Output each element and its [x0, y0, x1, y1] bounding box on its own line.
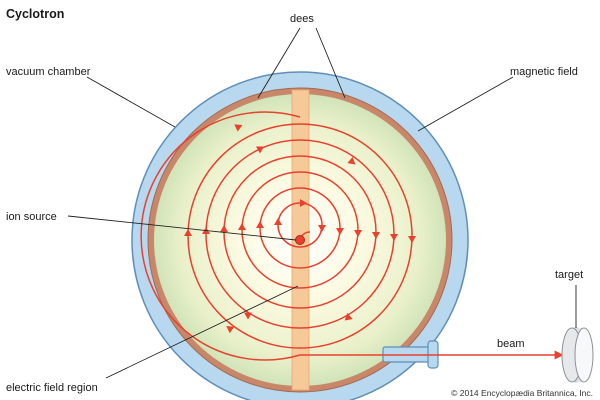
- arrowhead: [344, 312, 353, 321]
- spiral-outer-arc: [140, 111, 301, 361]
- label-magnetic-field: magnetic field: [510, 66, 578, 78]
- leader-dees-left: [257, 27, 301, 99]
- arrowhead: [256, 221, 264, 228]
- arrowhead: [220, 225, 228, 232]
- arrowhead: [256, 146, 265, 154]
- copyright-credit: © 2014 Encyclopædia Britannica, Inc.: [451, 388, 593, 398]
- label-beam: beam: [497, 338, 525, 350]
- label-dees: dees: [290, 13, 314, 25]
- arrowhead: [390, 234, 398, 241]
- arrowhead: [354, 230, 362, 237]
- label-target: target: [555, 269, 583, 281]
- arrowhead: [234, 124, 243, 132]
- arrowhead: [318, 225, 326, 232]
- diagram-title: Cyclotron: [6, 7, 64, 21]
- ion-source: [295, 235, 305, 245]
- arrowhead: [243, 312, 252, 320]
- arrowhead: [184, 229, 192, 236]
- arrowhead: [300, 199, 307, 207]
- arrowhead: [372, 232, 380, 239]
- arrowhead: [336, 228, 344, 235]
- label-electric-field-region: electric field region: [6, 382, 98, 394]
- arrowhead: [347, 156, 356, 165]
- arrowhead: [226, 325, 235, 334]
- arrowhead: [274, 218, 282, 225]
- label-ion-source: ion source: [6, 211, 57, 223]
- label-vacuum-chamber: vacuum chamber: [6, 66, 91, 78]
- direction-arrows: [184, 124, 416, 334]
- leader-dees-right: [315, 27, 346, 99]
- arrowhead: [238, 223, 246, 230]
- leader-vacuum-chamber: [86, 76, 176, 128]
- target: [561, 327, 594, 383]
- leader-ion-source: [67, 215, 297, 241]
- leader-lines: [67, 27, 577, 379]
- arrowhead: [408, 236, 416, 243]
- leader-magnetic-field: [417, 76, 514, 132]
- leader-electric-field: [105, 285, 299, 379]
